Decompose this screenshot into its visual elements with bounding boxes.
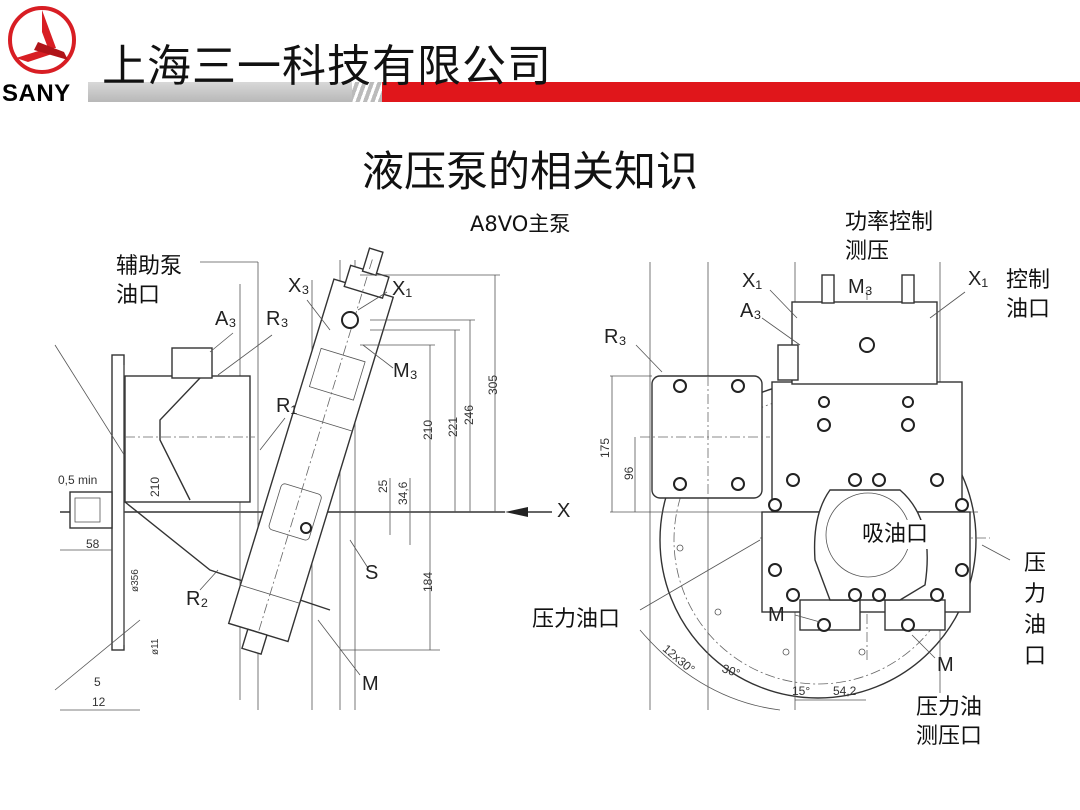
label-s: S [365, 562, 379, 584]
label-m-left: M [768, 604, 785, 626]
dim-15-deg: 15° [792, 684, 811, 698]
label-x1: X₁ [392, 278, 413, 300]
dim-356: ø356 [130, 569, 141, 592]
label-r2: R₂ [186, 588, 209, 610]
label-r3-right: R₃ [604, 326, 627, 348]
dim-0-5-min: 0,5 min [58, 473, 98, 487]
dim-221: 221 [446, 416, 460, 437]
dim-11: ø11 [150, 638, 161, 656]
slide-subtitle: A8VO主泵 [470, 212, 571, 236]
annotation-pressure-test-port: 压力油测压口 [916, 693, 996, 751]
annotation-aux-pump-port: 辅助泵油口 [116, 252, 183, 310]
dim-175: 175 [598, 437, 612, 458]
header-bar-grey [88, 82, 378, 102]
dim-96: 96 [622, 466, 636, 480]
dim-34-6: 34,6 [396, 481, 410, 505]
label-m3: M₃ [393, 360, 418, 382]
annotation-power-control-pressure: 功率控制测压 [845, 208, 934, 266]
label-a3: A₃ [215, 308, 237, 330]
label-x-axis: X [557, 500, 571, 522]
label-x1-left: X₁ [742, 270, 763, 292]
header-bar-stripes [352, 82, 384, 102]
label-m: M [362, 673, 379, 695]
label-a3-right: A₃ [740, 300, 762, 322]
label-r1: R₁ [276, 395, 298, 417]
annotation-suction-port: 吸油口 [862, 520, 929, 549]
left-side-view-drawing [54, 247, 552, 711]
company-name: 上海三一科技有限公司 [102, 41, 552, 92]
annotation-pressure-port-right: 压力油口 [1024, 548, 1050, 672]
dim-184: 184 [421, 571, 435, 592]
dim-210-housing: 210 [148, 476, 162, 497]
annotation-pressure-port-left: 压力油口 [532, 605, 621, 634]
annotation-control-oil-port: 控制油口 [1006, 266, 1054, 324]
label-r3: R₃ [266, 308, 289, 330]
dim-58: 58 [86, 537, 100, 551]
dim-5: 5 [94, 675, 101, 689]
brand-wordmark: SANY [2, 80, 71, 107]
dim-305: 305 [486, 374, 500, 395]
dim-25: 25 [376, 479, 390, 493]
dim-210: 210 [421, 419, 435, 440]
dim-12: 12 [92, 695, 106, 709]
dim-54-2: 54,2 [833, 684, 857, 698]
sany-logo-icon [8, 6, 76, 74]
label-x3: X₃ [288, 275, 310, 297]
label-m3-right: M₃ [848, 276, 873, 298]
label-x1-right: X₁ [968, 268, 989, 290]
label-m-right: M [937, 654, 954, 676]
dim-246: 246 [462, 404, 476, 425]
header-bar-red [382, 82, 1080, 102]
slide-title: 液压泵的相关知识 [361, 147, 698, 196]
